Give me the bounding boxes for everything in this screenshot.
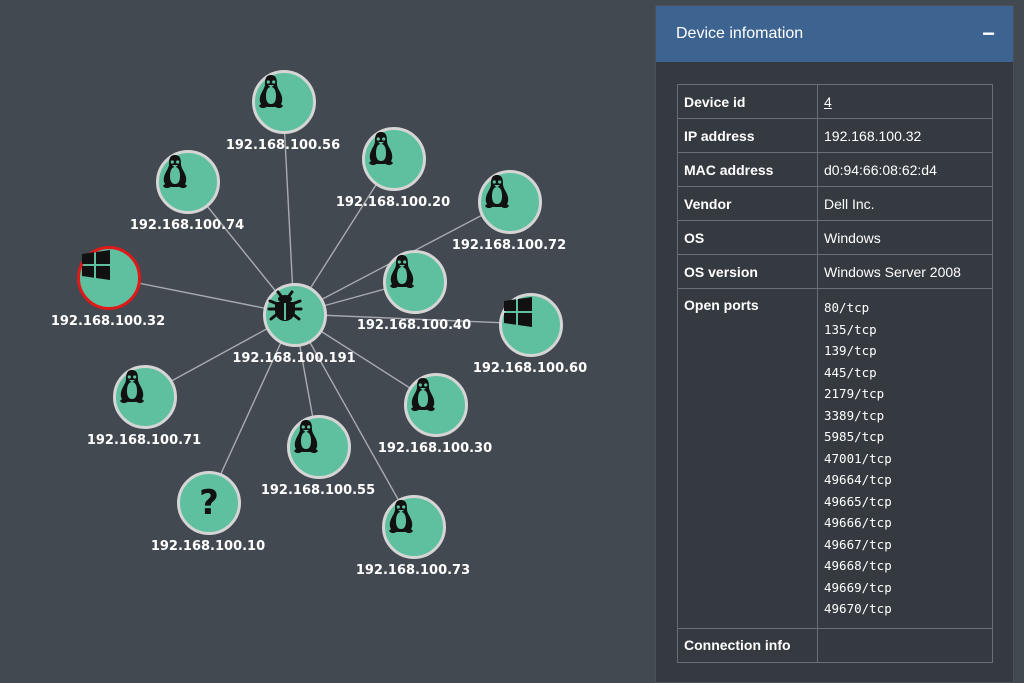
connection-info-value <box>817 627 993 663</box>
device-node-label: 192.168.100.10 <box>150 539 266 554</box>
network-graph[interactable]: 192.168.100.56 192.168.100.20 192.168.100.… <box>0 0 650 683</box>
device-id-link[interactable]: 4 <box>824 93 832 110</box>
device-node-label: 192.168.100.71 <box>86 433 202 448</box>
device-node-circle[interactable] <box>478 170 542 234</box>
open-port-item: 49664/tcp <box>824 472 892 487</box>
row-mac-address: MAC address d0:94:66:08:62:d4 <box>677 152 993 187</box>
open-port-item: 49665/tcp <box>824 493 892 509</box>
edge-n10 <box>207 313 295 503</box>
bug-icon <box>267 290 303 321</box>
device-node-circle[interactable] <box>383 250 447 314</box>
windows-icon <box>82 250 110 280</box>
edge-n60 <box>293 313 531 325</box>
windows-icon <box>504 297 532 327</box>
linux-icon <box>411 378 435 412</box>
linux-icon <box>369 132 393 166</box>
mac-address-value: d0:94:66:08:62:d4 <box>817 152 993 187</box>
device-node-circle[interactable] <box>156 150 220 214</box>
open-port-item: 80/tcp <box>824 300 870 315</box>
open-port-item: 445/tcp <box>824 364 877 380</box>
os-version-key: OS version <box>677 254 818 289</box>
row-connection-info: Connection info <box>677 627 993 663</box>
panel-header: Device infomation − <box>656 6 1013 62</box>
os-value: Windows <box>817 220 993 255</box>
row-device-id: Device id 4 <box>677 84 993 119</box>
device-node-circle[interactable] <box>77 246 141 310</box>
open-port-item: 5985/tcp <box>824 429 885 444</box>
os-key: OS <box>677 220 818 255</box>
open-port-item: 139/tcp <box>824 343 877 358</box>
open-ports-key: Open ports <box>677 288 818 629</box>
device-node-label: 192.168.100.72 <box>451 238 567 253</box>
device-node-label: 192.168.100.73 <box>355 563 471 578</box>
device-id-value: 4 <box>817 84 993 119</box>
device-node-circle[interactable] <box>113 365 177 429</box>
edge-n73 <box>293 313 414 527</box>
ip-address-value: 192.168.100.32 <box>817 118 993 153</box>
mac-address-key: MAC address <box>677 152 818 187</box>
hub-label: 192.168.100.191 <box>232 351 356 366</box>
question-mark-icon: ? <box>199 483 219 523</box>
panel-title: Device infomation <box>676 25 804 42</box>
hub-circle[interactable] <box>263 283 327 347</box>
vendor-key: Vendor <box>677 186 818 221</box>
open-port-item: 49666/tcp <box>824 515 892 530</box>
device-node-label: 192.168.100.55 <box>260 483 376 498</box>
linux-icon <box>163 155 187 189</box>
device-node-circle[interactable] <box>287 415 351 479</box>
open-port-item: 49669/tcp <box>824 579 892 595</box>
device-node-circle[interactable] <box>404 373 468 437</box>
device-node-circle[interactable] <box>252 70 316 134</box>
device-node-label: 192.168.100.32 <box>50 314 166 329</box>
linux-icon <box>389 500 413 534</box>
device-node-circle[interactable]: ? <box>177 471 241 535</box>
vendor-value: Dell Inc. <box>817 186 993 221</box>
device-node-circle[interactable] <box>382 495 446 559</box>
row-os-version: OS version Windows Server 2008 <box>677 254 993 289</box>
row-open-ports: Open ports 80/tcp 135/tcp 139/tcp 445/tcp 21… <box>677 288 993 629</box>
device-node-label: 192.168.100.60 <box>472 361 588 376</box>
open-port-item: 49667/tcp <box>824 536 892 552</box>
device-node-circle[interactable] <box>362 127 426 191</box>
device-node-label: 192.168.100.40 <box>356 318 472 333</box>
open-port-item: 2179/tcp <box>824 386 885 401</box>
row-os: OS Windows <box>677 220 993 255</box>
linux-icon <box>390 255 414 289</box>
device-info-table: Device id 4 IP address 192.168.100.32 MA… <box>677 84 993 663</box>
linux-icon <box>120 370 144 404</box>
row-vendor: Vendor Dell Inc. <box>677 186 993 221</box>
linux-icon <box>294 420 318 454</box>
device-info-panel: Device infomation − Device id 4 IP addre… <box>655 5 1014 683</box>
device-node-circle[interactable] <box>499 293 563 357</box>
open-port-item: 135/tcp <box>824 321 877 337</box>
connection-info-key: Connection info <box>677 627 818 663</box>
open-port-item: 49670/tcp <box>824 601 892 616</box>
device-id-key: Device id <box>677 84 818 119</box>
row-ip-address: IP address 192.168.100.32 <box>677 118 993 153</box>
open-port-item: 47001/tcp <box>824 450 892 466</box>
linux-icon <box>485 175 509 209</box>
device-node-label: 192.168.100.30 <box>377 441 493 456</box>
open-port-item: 49668/tcp <box>824 558 892 573</box>
edge-n56 <box>282 100 295 315</box>
open-ports-list: 80/tcp 135/tcp 139/tcp 445/tcp 2179/tcp 3389/… <box>817 288 993 629</box>
os-version-value: Windows Server 2008 <box>817 254 993 289</box>
linux-icon <box>259 75 283 109</box>
ip-address-key: IP address <box>677 118 818 153</box>
open-port-item: 3389/tcp <box>824 407 885 423</box>
device-node-label: 192.168.100.56 <box>225 138 341 153</box>
collapse-button[interactable]: − <box>982 21 995 46</box>
device-node-label: 192.168.100.20 <box>335 195 451 210</box>
device-node-label: 192.168.100.74 <box>129 218 245 233</box>
